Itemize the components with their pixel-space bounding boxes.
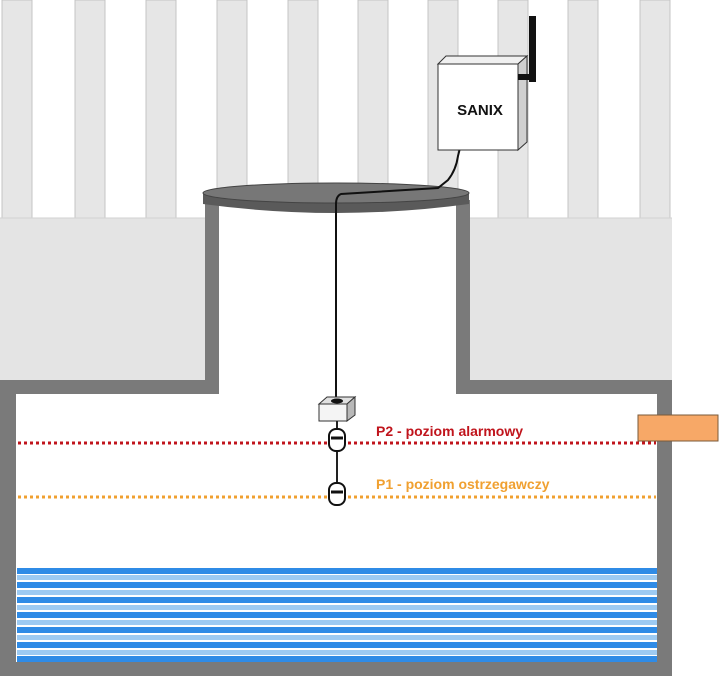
antenna-mount	[518, 74, 532, 80]
antenna-icon	[529, 16, 536, 82]
device-box-side	[517, 54, 528, 152]
fence-picket	[287, 0, 319, 219]
fence	[1, 0, 671, 219]
water-band	[17, 597, 657, 603]
float-p1	[328, 482, 346, 506]
fence-picket	[74, 0, 106, 219]
water-band	[17, 627, 657, 633]
water-band	[17, 605, 657, 610]
fence-picket	[1, 0, 33, 219]
water-band	[17, 635, 657, 640]
water-band	[17, 620, 657, 625]
device-label: SANIX	[457, 102, 503, 119]
sensor-cable	[335, 147, 461, 400]
water-band	[17, 590, 657, 595]
water-band	[17, 642, 657, 648]
fence-picket	[145, 0, 177, 219]
sensor-head-hole	[331, 398, 343, 404]
water-band	[17, 656, 657, 662]
water-band	[17, 650, 657, 655]
fence-picket	[567, 0, 599, 219]
fence-picket	[357, 0, 389, 219]
inlet-pipe	[637, 414, 719, 442]
p2-alarm-level-label: P2 - poziom alarmowy	[376, 423, 523, 439]
water-band	[17, 582, 657, 588]
water	[17, 568, 657, 662]
device-box-front	[437, 63, 519, 151]
sensor-head	[318, 403, 348, 422]
water-band	[17, 612, 657, 618]
level-sensor	[317, 395, 357, 506]
fence-picket	[639, 0, 671, 219]
float-p2	[328, 428, 346, 452]
fence-picket	[216, 0, 248, 219]
sanix-device: SANIX	[436, 16, 536, 152]
water-band	[17, 575, 657, 580]
p1-warning-level-label: P1 - poziom ostrzegawczy	[376, 476, 550, 492]
water-band	[17, 568, 657, 574]
device-box-top	[436, 55, 529, 65]
